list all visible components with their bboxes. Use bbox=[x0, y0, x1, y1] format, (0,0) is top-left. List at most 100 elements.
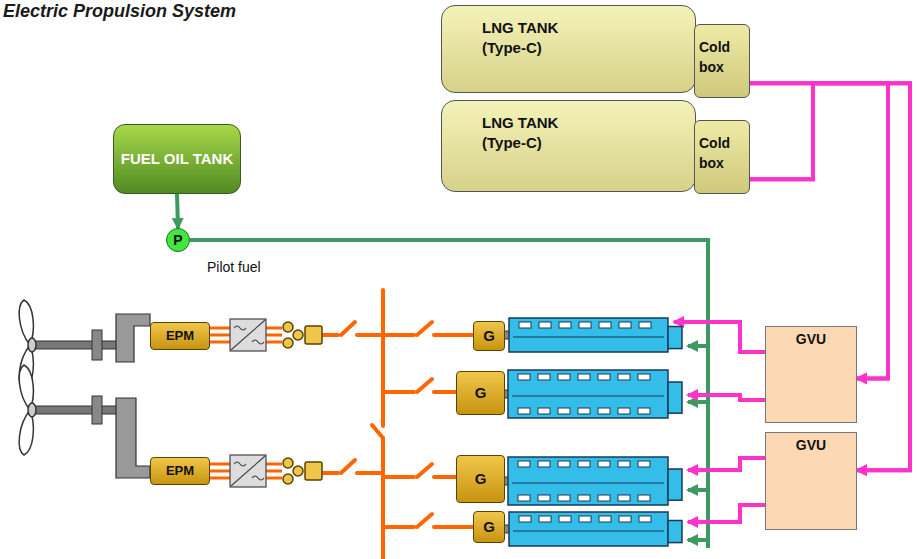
dual-fuel-engine-part bbox=[513, 531, 664, 532]
node-label: GVU bbox=[768, 331, 854, 347]
switchboard-bus-part bbox=[417, 379, 432, 392]
dual-fuel-engine-part bbox=[668, 521, 682, 543]
transformer-part bbox=[283, 474, 293, 484]
dual-fuel-engine-part bbox=[598, 374, 610, 380]
switchboard-bus-part bbox=[381, 438, 385, 559]
frequency-converter-part bbox=[252, 340, 264, 344]
motor-cable-part bbox=[266, 334, 282, 337]
dual-fuel-engine-part bbox=[558, 495, 570, 501]
dual-fuel-engine-part bbox=[618, 374, 630, 380]
node-label: G bbox=[475, 470, 487, 488]
gas-valve-unit: GVU bbox=[765, 326, 857, 423]
propeller-shaft bbox=[30, 314, 150, 478]
frequency-converter-part bbox=[231, 456, 265, 486]
dual-fuel-engine-part bbox=[639, 516, 651, 522]
dual-fuel-engine-part bbox=[638, 495, 650, 501]
propulsion-motor: EPM bbox=[150, 322, 210, 350]
dual-fuel-engine-part bbox=[538, 461, 550, 467]
node-label: Cold box bbox=[699, 133, 747, 173]
dual-fuel-engine-part bbox=[538, 408, 550, 414]
dual-fuel-engine-part bbox=[638, 374, 650, 380]
frequency-converter-part bbox=[230, 455, 266, 487]
motor-cable-part bbox=[210, 341, 230, 344]
dual-fuel-engine-part bbox=[539, 516, 551, 522]
line-label: Pilot fuel bbox=[207, 259, 261, 275]
gas-valve-unit: GVU bbox=[765, 432, 857, 530]
dual-fuel-engine-part bbox=[559, 516, 571, 522]
generator-box: G bbox=[473, 511, 505, 543]
dual-fuel-engine-part bbox=[519, 516, 531, 522]
transformer-part bbox=[293, 466, 303, 476]
transformer-part bbox=[283, 458, 293, 468]
gas-supply-line-part bbox=[688, 458, 765, 470]
transformer-part bbox=[305, 462, 322, 480]
generator-box: G bbox=[456, 371, 505, 415]
dual-fuel-engine-part bbox=[513, 337, 664, 338]
dual-fuel-engine-part bbox=[638, 461, 650, 467]
motor-cable-part bbox=[266, 463, 282, 466]
transformer-part bbox=[283, 322, 293, 332]
switchboard-bus-part bbox=[322, 471, 338, 475]
switchboard-bus-part bbox=[372, 425, 383, 438]
propeller-shaft-part bbox=[30, 341, 118, 349]
dual-fuel-engine-part bbox=[558, 461, 570, 467]
dual-fuel-engine-part bbox=[558, 408, 570, 414]
propeller-part bbox=[28, 338, 36, 352]
diagram-title: Electric Propulsion System bbox=[3, 1, 236, 22]
dual-fuel-engine-part bbox=[578, 408, 590, 414]
propeller-shaft-part bbox=[92, 330, 102, 360]
switchboard-bus-part bbox=[322, 333, 338, 337]
cold-box: Cold box bbox=[694, 120, 750, 194]
motor-cable-part bbox=[266, 327, 282, 330]
dual-fuel-engine bbox=[503, 318, 682, 546]
node-label: EPM bbox=[166, 327, 194, 345]
pilot-fuel-line bbox=[190, 240, 708, 548]
node-label: G bbox=[483, 327, 495, 345]
motor-cable-part bbox=[266, 341, 282, 344]
dual-fuel-engine-part bbox=[598, 461, 610, 467]
node-label: LNG TANK (Type-C) bbox=[482, 18, 562, 58]
propeller-shaft-part bbox=[30, 406, 118, 414]
dual-fuel-engine-part bbox=[638, 408, 650, 414]
transformer-part bbox=[283, 338, 293, 348]
fuel-oil-tank: FUEL OIL TANK bbox=[113, 124, 241, 194]
propeller-part bbox=[28, 403, 36, 417]
frequency-converter-part bbox=[230, 319, 266, 351]
node-label: GVU bbox=[768, 437, 854, 453]
dual-fuel-engine-part bbox=[509, 512, 668, 546]
dual-fuel-engine-part bbox=[538, 374, 550, 380]
node-label: LNG TANK (Type-C) bbox=[482, 113, 562, 153]
propeller-shaft-part bbox=[116, 398, 150, 478]
frequency-converter-part bbox=[231, 320, 265, 350]
dual-fuel-engine-part bbox=[559, 322, 571, 328]
dual-fuel-engine-part bbox=[519, 322, 531, 328]
cold-box: Cold box bbox=[694, 24, 750, 98]
motor-cable-part bbox=[266, 470, 282, 473]
pump-circle: P bbox=[166, 228, 190, 252]
switchboard-bus-part bbox=[434, 390, 456, 394]
dual-fuel-engine-part bbox=[579, 516, 591, 522]
lng-tank: LNG TANK (Type-C) bbox=[441, 100, 696, 192]
dual-fuel-engine-part bbox=[618, 408, 630, 414]
lng-tank: LNG TANK (Type-C) bbox=[441, 5, 696, 93]
transformer-part bbox=[293, 330, 303, 340]
dual-fuel-engine-part bbox=[558, 374, 570, 380]
propulsion-motor: EPM bbox=[150, 457, 210, 485]
lng-supply-line bbox=[750, 83, 910, 470]
dual-fuel-engine-part bbox=[578, 374, 590, 380]
dual-fuel-engine-part bbox=[639, 322, 651, 328]
gas-supply-line bbox=[674, 322, 765, 522]
frequency-converter-part bbox=[252, 476, 264, 480]
motor-cable-part bbox=[266, 477, 282, 480]
fuel-feed-arrow bbox=[177, 194, 178, 228]
dual-fuel-engine-part bbox=[619, 516, 631, 522]
switchboard-bus-part bbox=[341, 322, 355, 335]
switchboard-bus-part bbox=[357, 333, 383, 337]
dual-fuel-engine-part bbox=[598, 495, 610, 501]
switchboard-bus-part bbox=[434, 525, 473, 529]
switchboard-bus-part bbox=[383, 333, 414, 337]
dual-fuel-engine-part bbox=[518, 461, 530, 467]
motor-cable-part bbox=[210, 477, 230, 480]
switchboard-bus-part bbox=[357, 471, 383, 475]
switchboard-bus bbox=[322, 290, 473, 559]
